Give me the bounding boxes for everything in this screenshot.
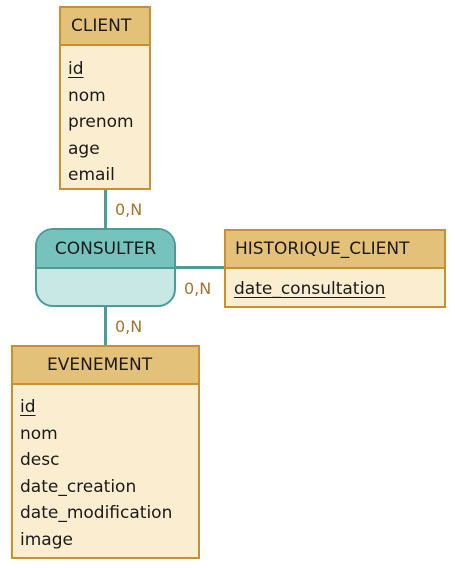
entity-evenement-title: EVENEMENT — [47, 355, 153, 375]
entity-historique-client[interactable]: HISTORIQUE_CLIENT date_consultation — [224, 229, 446, 308]
attribute-client-id: id — [68, 59, 84, 79]
association-consulter-header: CONSULTER — [37, 230, 174, 269]
attribute-evenement-id: id — [20, 397, 36, 417]
attribute-client-email: email — [68, 165, 115, 185]
entity-evenement[interactable]: EVENEMENT id nom desc date_creation date… — [11, 345, 200, 559]
entity-client-attributes: id nom prenom age email — [61, 46, 149, 189]
entity-historique-client-attributes: date_consultation — [226, 269, 444, 303]
entity-client[interactable]: CLIENT id nom prenom age email — [59, 6, 151, 190]
attribute-client-prenom: prenom — [68, 112, 134, 132]
attribute-evenement-nom: nom — [20, 423, 58, 444]
attribute-historique-date-consultation: date_consultation — [234, 279, 386, 299]
attribute-evenement-image: image — [20, 529, 73, 550]
attribute-client-nom: nom — [68, 85, 106, 106]
link-consulter-historique — [175, 266, 226, 269]
attribute-evenement-date-creation: date_creation — [20, 476, 137, 497]
cardinality-client: 0,N — [115, 200, 143, 219]
attribute-evenement-desc: desc — [20, 450, 60, 470]
entity-evenement-attributes: id nom desc date_creation date_modificat… — [13, 385, 198, 553]
link-client-consulter — [104, 189, 107, 229]
attribute-client-age: age — [68, 138, 100, 159]
cardinality-historique-client: 0,N — [184, 279, 212, 298]
cardinality-evenement: 0,N — [115, 317, 143, 336]
entity-evenement-header: EVENEMENT — [13, 347, 198, 385]
entity-historique-client-header: HISTORIQUE_CLIENT — [226, 231, 444, 269]
entity-historique-client-title: HISTORIQUE_CLIENT — [235, 239, 410, 259]
link-consulter-evenement — [104, 306, 107, 346]
entity-client-title: CLIENT — [71, 16, 132, 36]
entity-client-header: CLIENT — [61, 8, 149, 46]
association-consulter[interactable]: CONSULTER — [35, 228, 176, 307]
association-consulter-title: CONSULTER — [54, 238, 157, 259]
attribute-evenement-date-modification: date_modification — [20, 503, 173, 523]
